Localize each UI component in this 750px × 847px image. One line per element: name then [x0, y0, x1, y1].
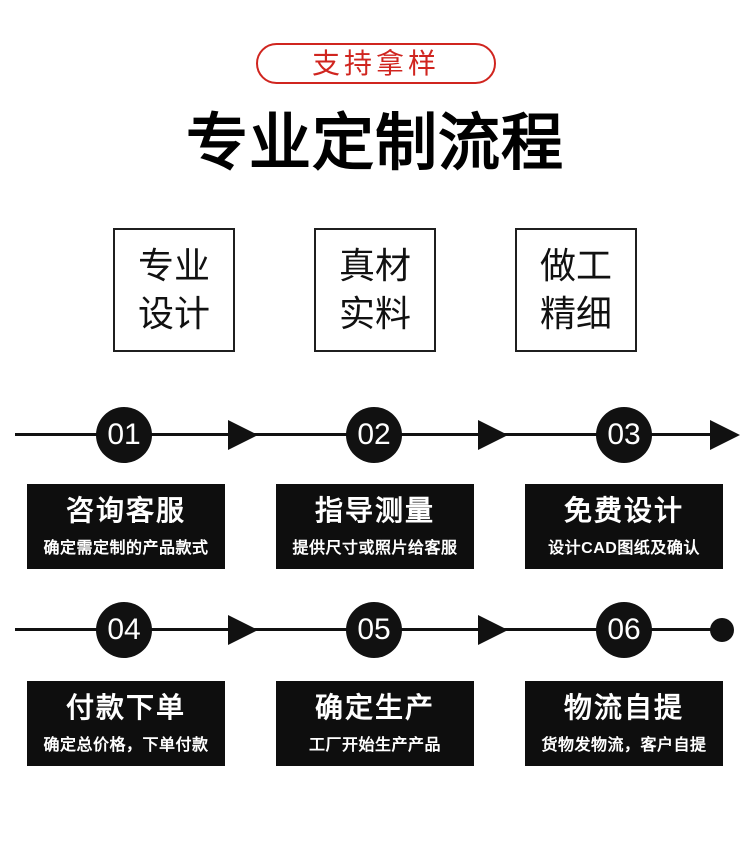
step-boxes-row-1: 咨询客服 确定需定制的产品款式 指导测量 提供尺寸或照片给客服 免费设计 设计C…: [0, 484, 750, 569]
feature-box-workmanship: 做工 精细: [515, 228, 637, 352]
feature-box-materials: 真材 实料: [314, 228, 436, 352]
step-box-measure: 指导测量 提供尺寸或照片给客服: [276, 484, 474, 569]
arrow-right-icon: [228, 420, 258, 450]
sample-support-badge: 支持拿样: [256, 43, 496, 84]
step-box-production: 确定生产 工厂开始生产产品: [276, 681, 474, 766]
feature-box-label: 专业 设计: [137, 245, 210, 334]
step-title: 确定生产: [314, 692, 435, 723]
step-number: 02: [357, 418, 391, 451]
step-description: 工厂开始生产产品: [308, 737, 441, 755]
flow-end-dot-icon: [710, 618, 734, 642]
step-box-payment: 付款下单 确定总价格，下单付款: [27, 681, 225, 766]
step-number-circle: 02: [346, 407, 402, 463]
step-box-free-design: 免费设计 设计CAD图纸及确认: [525, 484, 723, 569]
arrow-right-icon: [478, 420, 508, 450]
step-description: 货物发物流，客户自提: [541, 737, 707, 755]
step-number-circle: 05: [346, 602, 402, 658]
step-title: 免费设计: [563, 495, 684, 526]
process-flow-row-1: 01 02 03: [0, 407, 750, 463]
page-title: 专业定制流程: [185, 109, 564, 178]
arrow-right-icon: [228, 615, 258, 645]
step-boxes-row-2: 付款下单 确定总价格，下单付款 确定生产 工厂开始生产产品 物流自提 货物发物流…: [0, 681, 750, 766]
step-title: 指导测量: [314, 495, 435, 526]
feature-boxes: 专业 设计 真材 实料 做工 精细: [0, 228, 750, 352]
feature-box-label: 做工 精细: [539, 245, 612, 334]
step-box-logistics: 物流自提 货物发物流，客户自提: [525, 681, 723, 766]
step-description: 设计CAD图纸及确认: [548, 540, 700, 558]
step-box-consult: 咨询客服 确定需定制的产品款式: [27, 484, 225, 569]
feature-box-design: 专业 设计: [113, 228, 235, 352]
step-number: 03: [607, 418, 641, 451]
feature-box-label: 真材 实料: [338, 245, 411, 334]
step-number: 04: [107, 613, 141, 646]
step-number-circle: 04: [96, 602, 152, 658]
arrow-right-icon: [710, 420, 740, 450]
step-title: 付款下单: [65, 692, 186, 723]
step-number: 01: [107, 418, 141, 451]
step-number: 05: [357, 613, 391, 646]
step-description: 确定总价格，下单付款: [43, 737, 209, 755]
step-number-circle: 06: [596, 602, 652, 658]
arrow-right-icon: [478, 615, 508, 645]
step-number-circle: 01: [96, 407, 152, 463]
step-title: 咨询客服: [65, 495, 186, 526]
step-description: 确定需定制的产品款式: [43, 540, 209, 558]
sample-support-badge-label: 支持拿样: [311, 47, 440, 79]
step-number-circle: 03: [596, 407, 652, 463]
process-flow-row-2: 04 05 06: [0, 602, 750, 658]
step-description: 提供尺寸或照片给客服: [292, 540, 458, 558]
step-title: 物流自提: [563, 692, 684, 723]
step-number: 06: [607, 613, 641, 646]
